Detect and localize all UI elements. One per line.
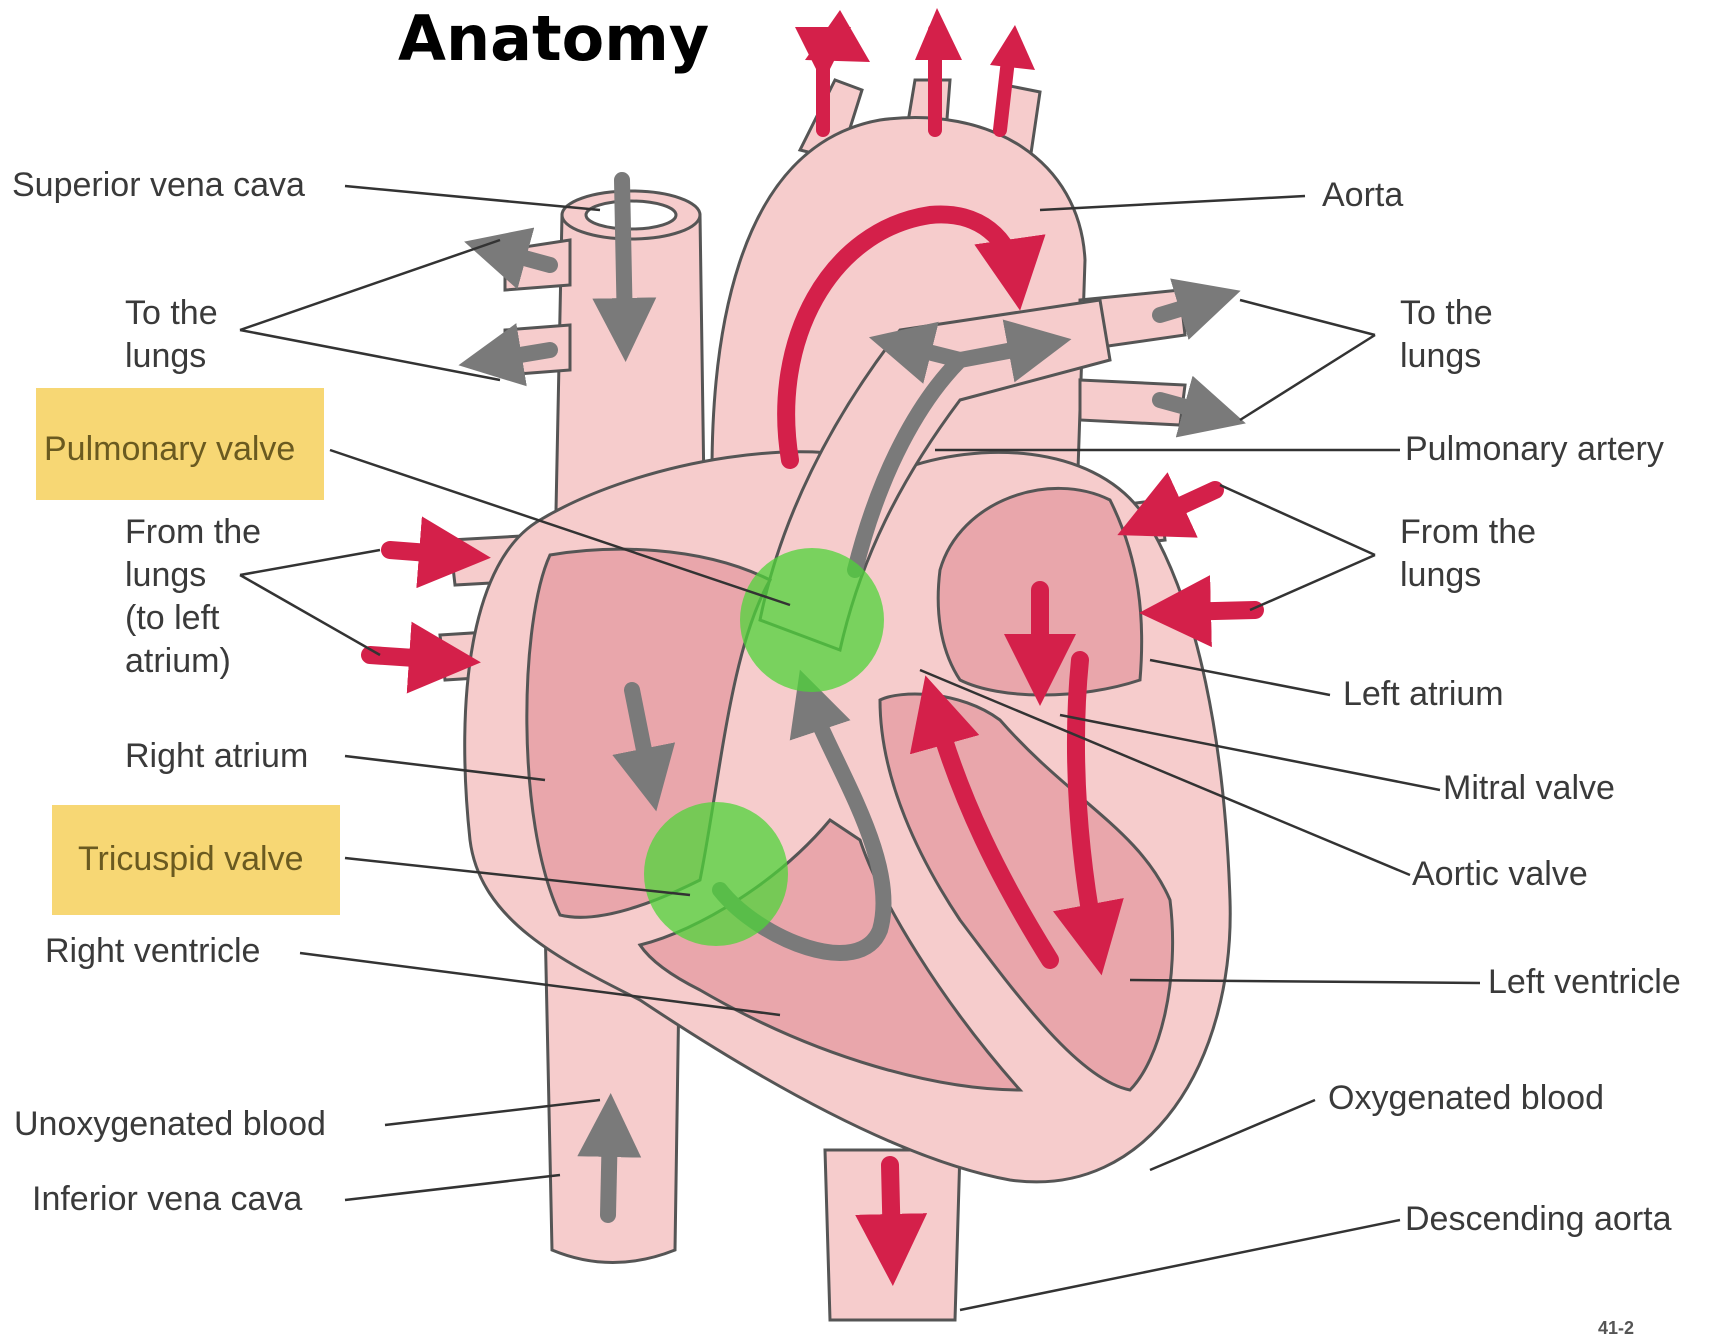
label-right-atrium: Right atrium [125, 735, 308, 778]
label-mitral-valve: Mitral valve [1443, 767, 1615, 810]
label-from-the-lungs-left: From the lungs (to left atrium) [125, 511, 261, 683]
label-inferior-vena-cava: Inferior vena cava [32, 1178, 302, 1221]
tricuspid-valve-highlight [644, 802, 788, 946]
label-pulmonary-valve: Pulmonary valve [44, 428, 295, 471]
label-aorta: Aorta [1322, 174, 1403, 217]
page-title: Anatomy [398, 2, 709, 75]
label-oxygenated-blood: Oxygenated blood [1328, 1077, 1604, 1120]
label-from-the-lungs-right: From the lungs [1400, 511, 1536, 597]
label-pulmonary-artery: Pulmonary artery [1405, 428, 1664, 471]
label-to-the-lungs-left: To the lungs [125, 292, 218, 378]
label-superior-vena-cava: Superior vena cava [12, 164, 305, 207]
label-tricuspid-valve: Tricuspid valve [78, 838, 303, 881]
label-left-atrium: Left atrium [1343, 673, 1504, 716]
label-left-ventricle: Left ventricle [1488, 961, 1681, 1004]
label-to-the-lungs-right: To the lungs [1400, 292, 1493, 378]
pulmonary-valve-highlight [740, 548, 884, 692]
label-aortic-valve: Aortic valve [1412, 853, 1588, 896]
label-descending-aorta: Descending aorta [1405, 1198, 1672, 1241]
aortic-branch-arrowheads [805, 8, 1035, 70]
label-right-ventricle: Right ventricle [45, 930, 260, 973]
label-unoxygenated-blood: Unoxygenated blood [14, 1103, 326, 1146]
